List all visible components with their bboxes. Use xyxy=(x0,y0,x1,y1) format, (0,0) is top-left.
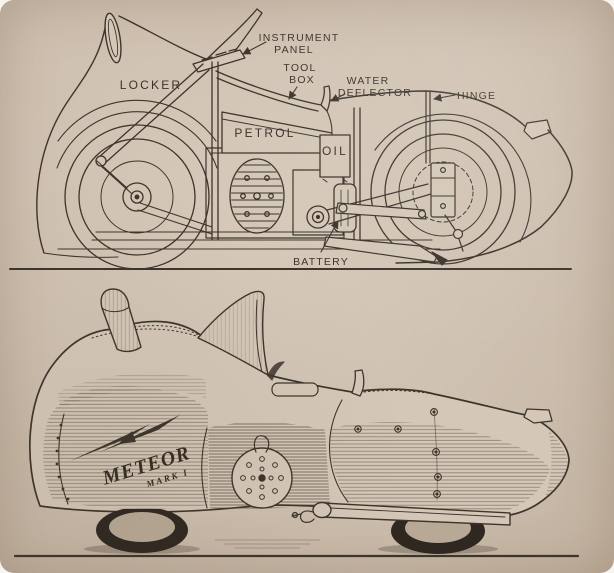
petrol-tank xyxy=(221,111,333,154)
leader-hinge xyxy=(433,93,456,102)
panel-bolts xyxy=(354,408,442,498)
tool-box-deck xyxy=(215,70,322,112)
label-hinge: HINGE xyxy=(457,90,496,102)
label-water-deflector-2: DEFLECTOR xyxy=(338,87,412,99)
lightning-bolt xyxy=(118,431,136,444)
tail-fin-stub xyxy=(523,119,552,140)
label-tool-box-1: TOOL xyxy=(283,62,316,74)
label-instrument-panel-2: PANEL xyxy=(274,44,314,56)
cockpit xyxy=(267,361,365,397)
air-intake xyxy=(104,12,122,64)
instrument-panel xyxy=(192,48,246,73)
leader-battery xyxy=(320,220,339,253)
label-tool-box-2: BOX xyxy=(289,74,315,86)
leader-instrument-panel xyxy=(242,41,267,55)
front-wheel-exterior xyxy=(96,509,188,553)
tail-fairing xyxy=(330,90,573,264)
cutaway-labels: INSTRUMENT PANEL TOOL BOX WATER DEFLECTO… xyxy=(120,32,496,268)
cutaway-view: INSTRUMENT PANEL TOOL BOX WATER DEFLECTO… xyxy=(9,8,573,270)
label-instrument-panel-1: INSTRUMENT xyxy=(259,32,340,44)
exhaust-pipe xyxy=(291,501,511,526)
nose-fairing xyxy=(36,12,218,258)
air-scoop xyxy=(100,288,142,353)
hinge-post xyxy=(425,90,431,164)
label-battery: BATTERY xyxy=(293,256,349,268)
tail-fin xyxy=(197,290,269,376)
seat-deflector xyxy=(351,369,365,397)
label-petrol: PETROL xyxy=(234,126,295,140)
swingarm xyxy=(323,202,448,266)
leader-water-deflector xyxy=(330,93,346,102)
rivets xyxy=(55,423,70,501)
rear-hub xyxy=(430,162,464,252)
front-wheel xyxy=(64,124,210,270)
plug-cable xyxy=(253,435,270,453)
rear-wheel-arch xyxy=(374,113,532,243)
wheel-arch-arc xyxy=(56,111,218,169)
tail-tip-stub xyxy=(523,408,553,424)
belt-drive xyxy=(306,183,432,229)
engine xyxy=(229,158,285,234)
leader-tool-box xyxy=(288,86,298,100)
wheel-arch-arc-outer xyxy=(57,99,217,142)
label-water-deflector-1: WATER xyxy=(347,75,390,87)
oil-tank xyxy=(319,134,351,183)
water-deflector-flange xyxy=(320,85,333,135)
exhaust-bracket xyxy=(291,510,315,523)
label-oil: OIL xyxy=(322,144,348,158)
label-locker: LOCKER xyxy=(120,78,183,92)
engine-cover xyxy=(231,435,293,509)
exterior-view: METEOR MARK I xyxy=(13,288,580,558)
seat-pad xyxy=(271,382,319,397)
